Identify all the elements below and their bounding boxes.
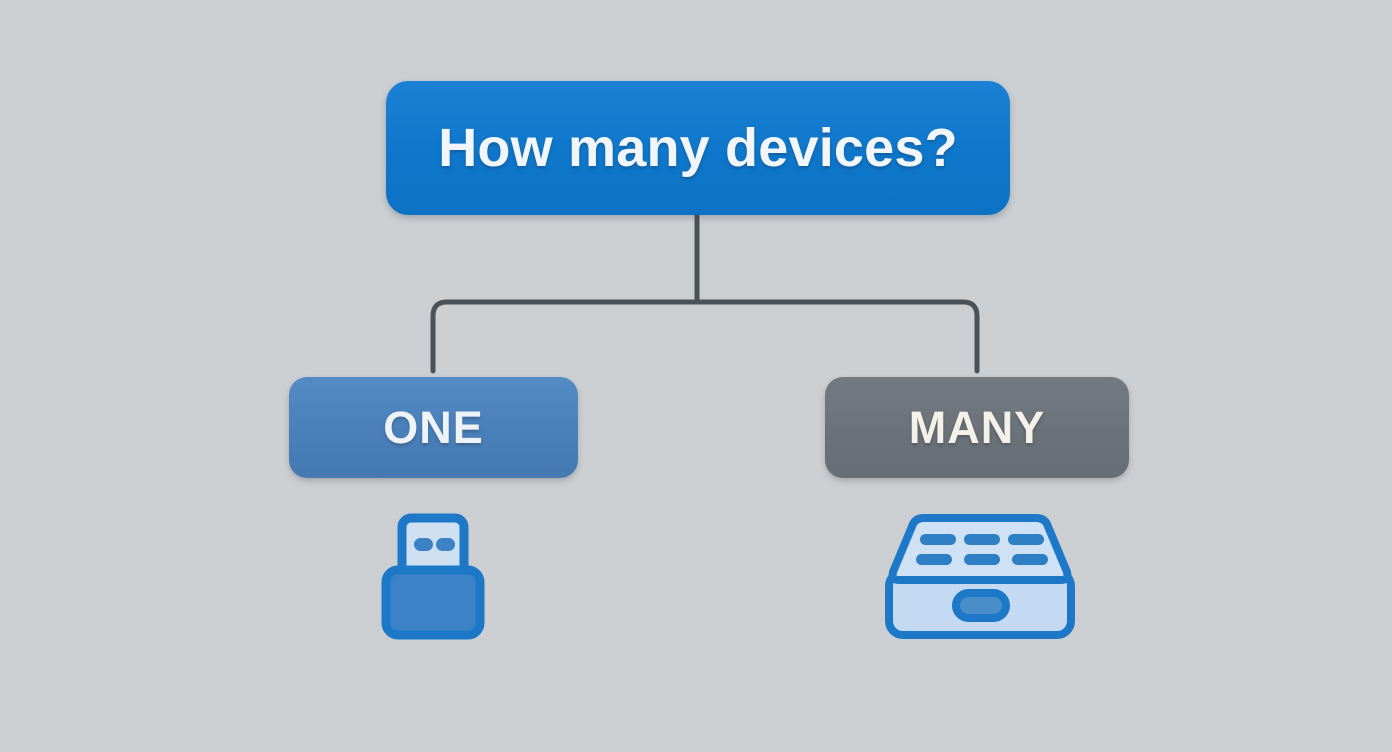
- icon-one-wrapper: [378, 508, 488, 644]
- node-branch-many-label: MANY: [908, 402, 1046, 453]
- enclosure-top-deck: [888, 514, 1072, 584]
- connector-branch-left: [430, 299, 700, 374]
- bay-slot: [1008, 534, 1044, 545]
- enclosure-bay-slots: [916, 534, 1048, 565]
- bay-slot: [964, 534, 1000, 545]
- icon-many-wrapper: [880, 510, 1080, 644]
- usb-flash-drive-icon: [381, 513, 485, 640]
- bay-slot: [1012, 554, 1048, 565]
- bay-slot: [916, 554, 952, 565]
- node-branch-many[interactable]: MANY: [825, 377, 1129, 478]
- usb-contact-pad-left: [414, 538, 433, 551]
- bay-slot: [964, 554, 1000, 565]
- usb-contact-pad-right: [436, 538, 455, 551]
- enclosure-front-port: [952, 589, 1010, 622]
- node-root-label: How many devices?: [438, 118, 958, 178]
- node-root-question[interactable]: How many devices?: [386, 81, 1010, 215]
- storage-enclosure-icon: [885, 514, 1075, 639]
- node-branch-one[interactable]: ONE: [289, 377, 578, 478]
- bay-slot: [920, 534, 956, 545]
- node-branch-one-label: ONE: [383, 402, 484, 453]
- connector-branch-right: [694, 299, 980, 374]
- usb-drive-body: [381, 565, 485, 640]
